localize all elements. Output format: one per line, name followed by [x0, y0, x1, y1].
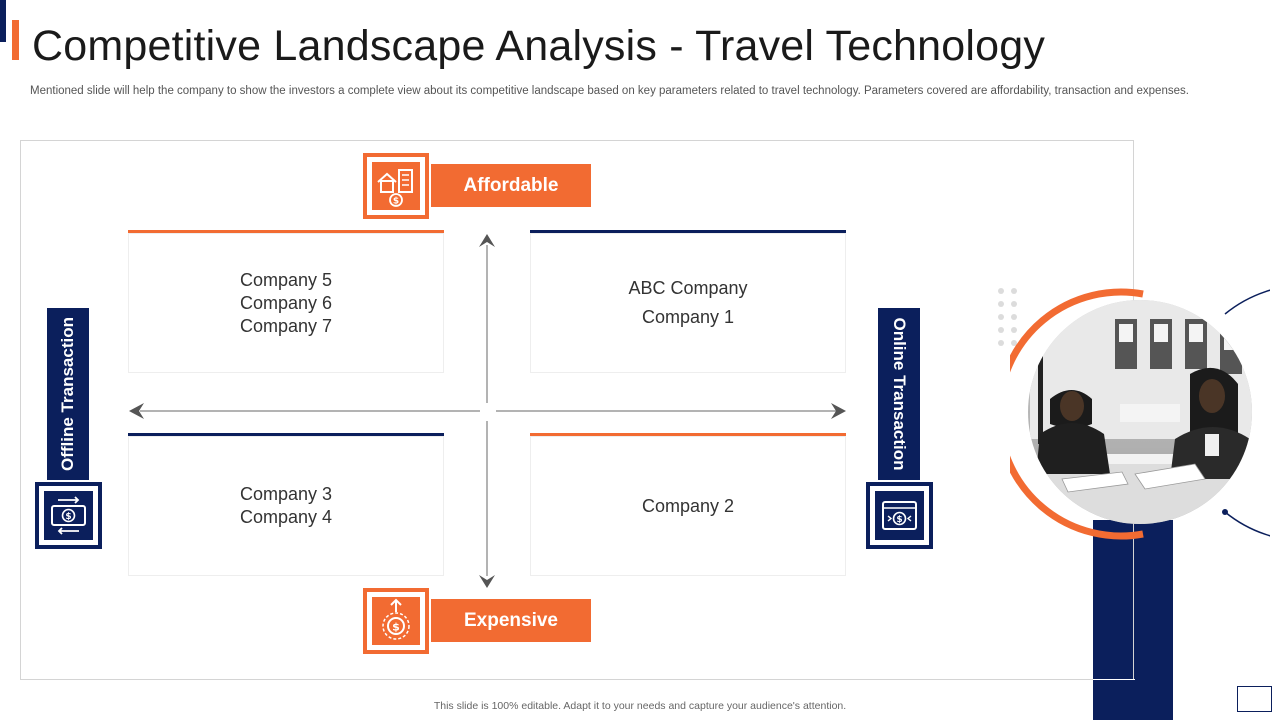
online-icon-box: $ [866, 482, 933, 549]
expensive-icon-box: $ [363, 588, 429, 654]
company-label: Company 5 [239, 269, 333, 290]
company-label: Company 6 [239, 292, 333, 313]
quadrant-expensive-online: Company 2 [530, 433, 846, 576]
online-payment-icon: $ [882, 501, 917, 530]
corner-box [1237, 686, 1272, 712]
arrow-right-icon [831, 403, 846, 419]
svg-text:$: $ [392, 621, 400, 634]
footer-note: This slide is 100% editable. Adapt it to… [433, 700, 847, 712]
cash-exchange-icon: $ [51, 496, 86, 535]
expensive-label: Expensive [431, 599, 591, 642]
quadrant-affordable-online: ABC Company Company 1 [530, 230, 846, 373]
svg-text:$: $ [393, 197, 399, 207]
online-transaction-label: Online Transaction [878, 308, 920, 480]
title-accent-orange [12, 20, 19, 60]
svg-text:$: $ [65, 512, 71, 522]
company-label: Company 2 [641, 495, 735, 516]
dollar-arrow-up-icon: $ [382, 598, 410, 640]
arrow-left-icon [129, 403, 144, 419]
company-label: ABC Company [628, 278, 748, 298]
slide-subtitle: Mentioned slide will help the company to… [30, 85, 1189, 97]
quadrant-expensive-offline: Company 3 Company 4 [128, 433, 444, 576]
affordable-label: Affordable [431, 164, 591, 207]
offline-transaction-label: Offline Transaction [47, 308, 89, 480]
arrow-down-icon [479, 575, 495, 588]
decorative-dot-grid [998, 288, 1017, 346]
team-meeting-photo [995, 284, 1280, 544]
quadrant-affordable-offline: Company 5 Company 6 Company 7 [128, 230, 444, 373]
arrow-up-icon [479, 234, 495, 247]
company-label: Company 1 [641, 307, 735, 327]
company-label: Company 7 [239, 315, 333, 336]
affordable-icon-box: $ [363, 153, 429, 219]
svg-text:$: $ [896, 515, 902, 525]
company-label: Company 3 [239, 484, 333, 504]
slide-title: Competitive Landscape Analysis - Travel … [32, 22, 1046, 70]
house-building-dollar-icon: $ [377, 169, 413, 207]
company-label: Company 4 [239, 507, 333, 527]
offline-icon-box: $ [35, 482, 102, 549]
title-accent-navy [0, 0, 6, 42]
online-transaction-text: Online Transaction [890, 317, 909, 471]
offline-transaction-text: Offline Transaction [58, 317, 77, 471]
frame-bottom-line [1093, 679, 1135, 680]
